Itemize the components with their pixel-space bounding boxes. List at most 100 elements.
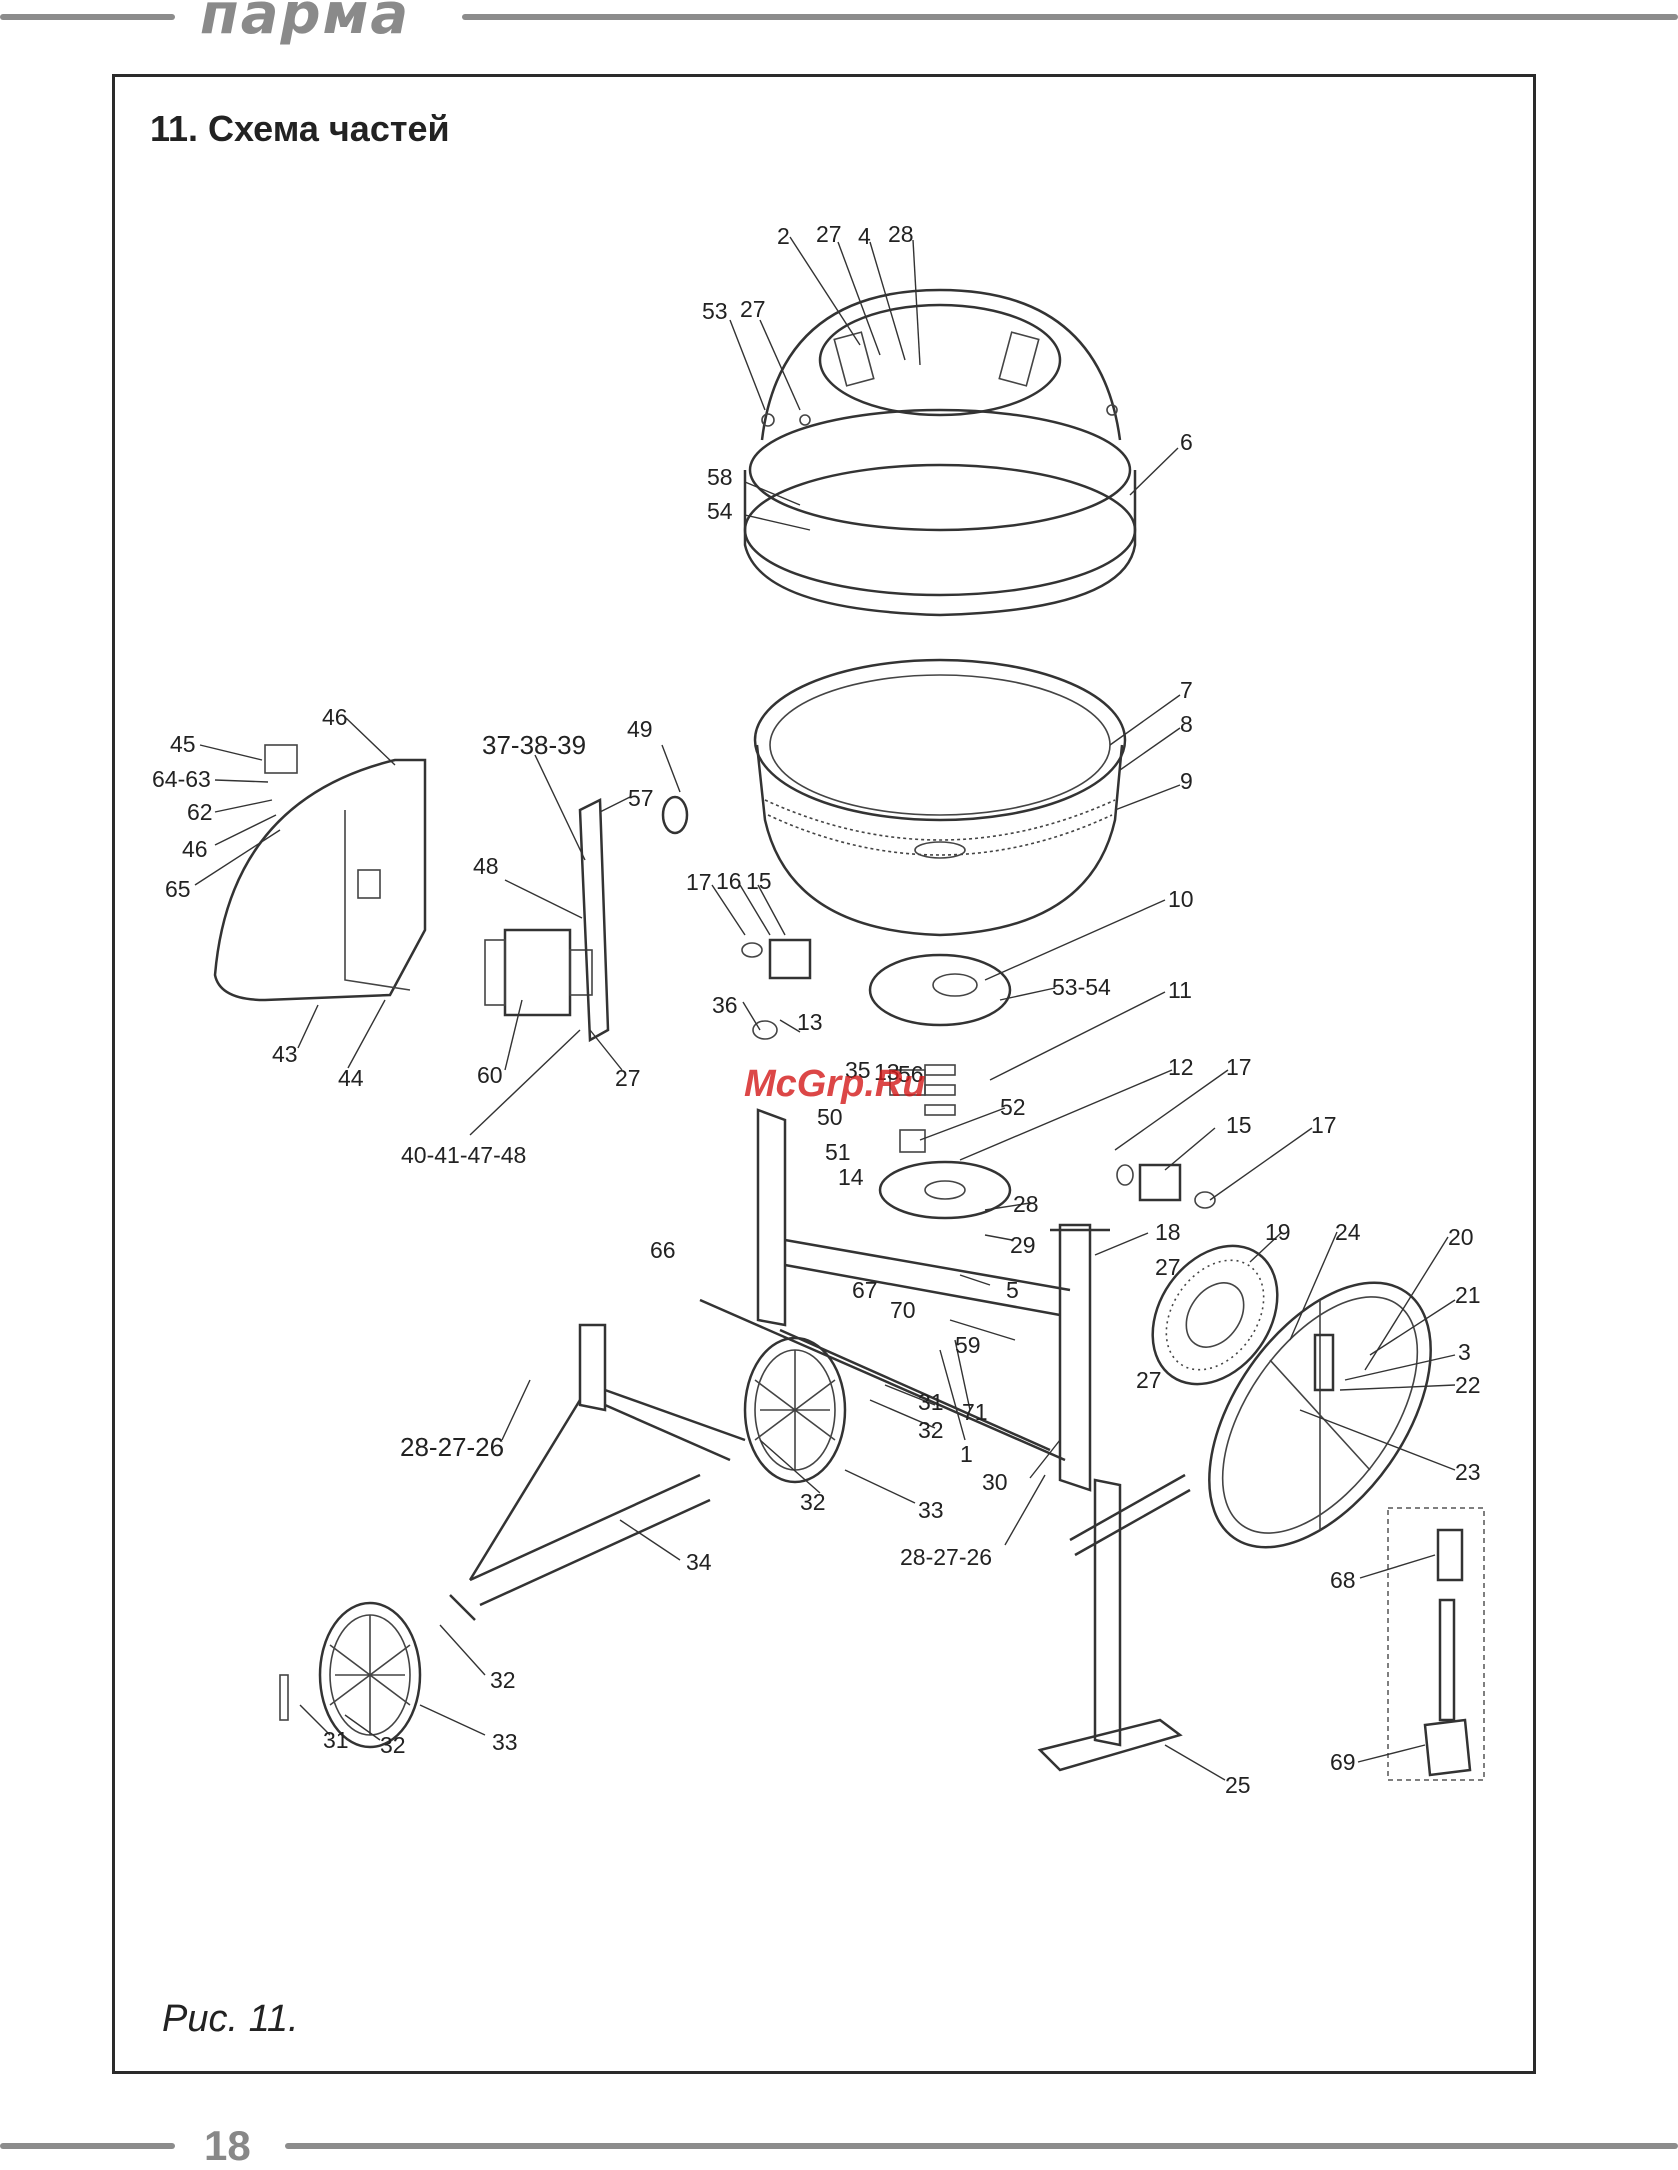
header-rule-left <box>0 14 175 20</box>
callout-28: 28 <box>1013 1191 1039 1217</box>
motor-part <box>484 795 689 1043</box>
callout-13: 13 <box>874 1059 900 1085</box>
callout-43: 43 <box>272 1041 298 1067</box>
callout-51: 51 <box>825 1139 851 1165</box>
callout-67: 67 <box>852 1277 878 1303</box>
drum-top-part <box>743 288 1137 617</box>
callout-64-63: 64-63 <box>152 766 211 792</box>
callout-25: 25 <box>1225 1772 1251 1798</box>
callout-68: 68 <box>1330 1567 1356 1593</box>
motor-cover-part <box>213 744 427 1002</box>
callout-24: 24 <box>1335 1219 1361 1245</box>
callout-15: 15 <box>1226 1112 1252 1138</box>
callout-65: 65 <box>165 876 191 902</box>
footer-rule-left <box>0 2143 175 2149</box>
brand-logo: парма <box>200 0 411 47</box>
callout-6: 6 <box>1180 429 1193 455</box>
callout-30: 30 <box>982 1469 1008 1495</box>
callout-28-27-26: 28-27-26 <box>900 1544 992 1570</box>
callout-27: 27 <box>740 296 766 322</box>
handwheel-part <box>1208 1281 1432 1549</box>
callout-28-27-26: 28-27-26 <box>400 1432 504 1462</box>
callout-62: 62 <box>187 799 213 825</box>
figure-caption: Рис. 11. <box>162 1998 299 2040</box>
callout-22: 22 <box>1455 1372 1481 1398</box>
flange-part <box>868 953 1012 1220</box>
watermark: McGrp.Ru <box>744 1063 926 1105</box>
callout-27: 27 <box>615 1065 641 1091</box>
callout-31: 31 <box>918 1389 944 1415</box>
page-number: 18 <box>204 2122 251 2169</box>
callout-27: 27 <box>816 221 842 247</box>
callout-66: 66 <box>650 1237 676 1263</box>
callout-28: 28 <box>888 221 914 247</box>
callout-60: 60 <box>477 1062 503 1088</box>
callout-18: 18 <box>1155 1219 1181 1245</box>
callout-33: 33 <box>918 1497 944 1523</box>
callout-57: 57 <box>628 785 654 811</box>
callout-1: 1 <box>960 1441 973 1467</box>
callout-15: 15 <box>746 868 772 894</box>
callout-46: 46 <box>322 704 348 730</box>
callout-numbers: 2 27 4 28 53 27 6 58 54 7 8 9 10 53-54 1… <box>152 221 1481 1798</box>
callout-2: 2 <box>777 223 790 249</box>
callout-12: 12 <box>1168 1054 1194 1080</box>
callout-46: 46 <box>182 836 208 862</box>
callout-40-41-47-48: 40-41-47-48 <box>401 1142 526 1168</box>
callout-31: 31 <box>323 1727 349 1753</box>
callout-10: 10 <box>1168 886 1194 912</box>
header-rule-right <box>462 14 1678 20</box>
callout-17: 17 <box>1311 1112 1337 1138</box>
gearbox-part <box>741 938 1216 1209</box>
callout-71: 71 <box>962 1399 988 1425</box>
callout-4: 4 <box>858 223 871 249</box>
callout-19: 19 <box>1265 1219 1291 1245</box>
callout-52: 52 <box>1000 1094 1026 1120</box>
callout-34: 34 <box>686 1549 712 1575</box>
callout-8: 8 <box>1180 711 1193 737</box>
callout-32: 32 <box>380 1732 406 1758</box>
support-leg-part <box>1037 1473 1191 1772</box>
callout-17: 17 <box>1226 1054 1252 1080</box>
callout-44: 44 <box>338 1065 364 1091</box>
drum-bottom-part <box>753 658 1127 937</box>
callout-53-54: 53-54 <box>1052 974 1111 1000</box>
callout-11: 11 <box>1168 977 1192 1003</box>
footer-rule-right <box>285 2143 1678 2149</box>
callout-70: 70 <box>890 1297 916 1323</box>
callout-48: 48 <box>473 853 499 879</box>
callout-50: 50 <box>817 1104 843 1130</box>
callout-17: 17 <box>686 869 712 895</box>
callout-69: 69 <box>1330 1749 1356 1775</box>
callout-21: 21 <box>1455 1282 1481 1308</box>
callout-45: 45 <box>170 731 196 757</box>
inset-detail-box <box>1387 1507 1485 1781</box>
callout-13: 13 <box>797 1009 823 1035</box>
callout-16: 16 <box>716 868 742 894</box>
callout-9: 9 <box>1180 768 1193 794</box>
callout-33: 33 <box>492 1729 518 1755</box>
leader-lines <box>194 236 1456 1781</box>
callout-58: 58 <box>707 464 733 490</box>
wheel-right <box>743 1336 847 1484</box>
callout-7: 7 <box>1180 677 1193 703</box>
callout-54: 54 <box>707 498 733 524</box>
callout-32: 32 <box>918 1417 944 1443</box>
callout-56: 56 <box>898 1061 924 1087</box>
callout-53: 53 <box>702 298 728 324</box>
callout-27: 27 <box>1136 1367 1162 1393</box>
figure-frame <box>112 74 1536 2074</box>
callout-27: 27 <box>1155 1254 1181 1280</box>
callout-29: 29 <box>1010 1232 1036 1258</box>
callout-32: 32 <box>490 1667 516 1693</box>
callout-3: 3 <box>1458 1339 1471 1365</box>
callout-5: 5 <box>1006 1277 1019 1303</box>
callout-49: 49 <box>627 716 653 742</box>
callout-35: 35 <box>845 1057 871 1083</box>
wheel-left <box>279 1601 422 1749</box>
callout-37-38-39: 37-38-39 <box>482 730 586 760</box>
stand-frame-part <box>449 1108 1110 1621</box>
callout-14: 14 <box>838 1164 864 1190</box>
callout-23: 23 <box>1455 1459 1481 1485</box>
